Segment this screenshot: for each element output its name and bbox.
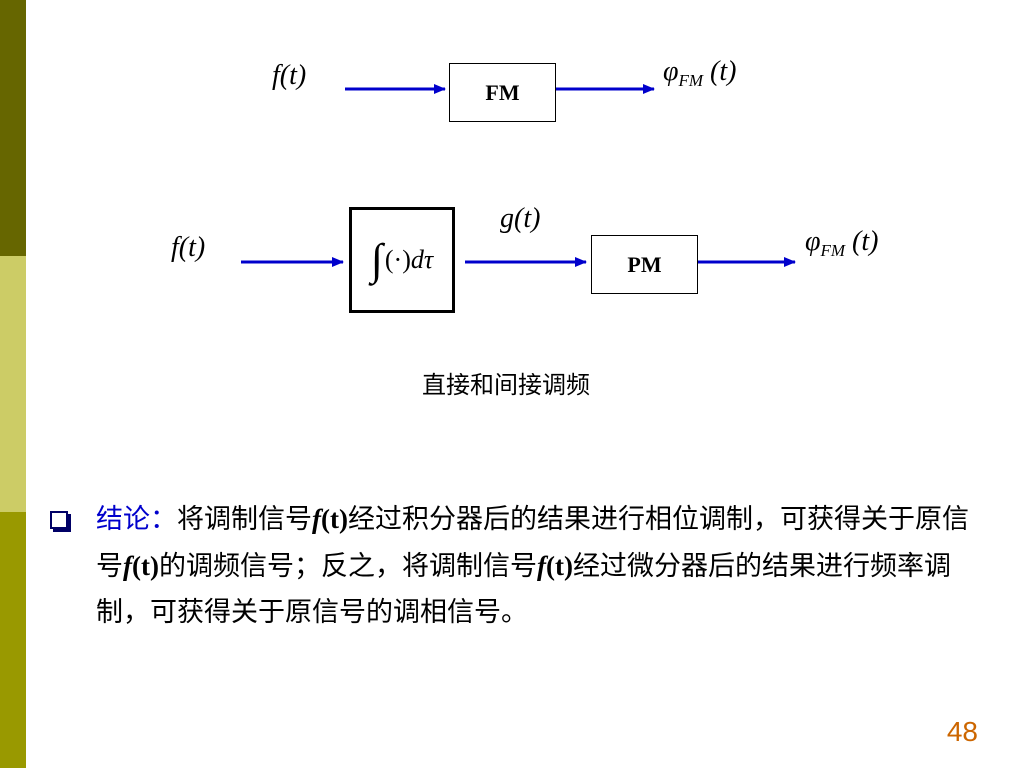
top-output-arg: (t): [710, 56, 737, 87]
integrator-block: ∫ (·) d τ: [349, 207, 455, 313]
fm-block: FM: [449, 63, 556, 122]
conclusion-text-2: 经过积分器后的结果进行相位调制，可获得关于原信号: [96, 504, 969, 582]
signal-f-1: f(t): [312, 504, 348, 534]
fm-block-label: FM: [485, 79, 520, 105]
bottom-output-phi: φ: [805, 226, 821, 257]
top-output-phi: φ: [663, 56, 679, 87]
signal-f-3-arg: (t): [545, 551, 573, 581]
integrand-dot: (·): [384, 245, 411, 274]
differential-d: d: [410, 245, 424, 274]
conclusion-text-4: 经过微分器后的结果进行频率调制，可获得关于原信号的调相信号。: [96, 551, 951, 628]
bottom-output-subscript: FM: [820, 241, 846, 260]
bottom-output-label: φFM (t): [805, 226, 878, 261]
bar-segment-middle: [0, 256, 26, 512]
conclusion-paragraph: 结论：将调制信号f(t)经过积分器后的结果进行相位调制，可获得关于原信号f(t)…: [96, 496, 986, 636]
conclusion-text-1: 将调制信号: [177, 504, 312, 535]
signal-f-2: f(t): [123, 551, 159, 581]
signal-f-3-name: f: [536, 551, 546, 581]
signal-f-2-name: f: [123, 551, 132, 581]
bottom-output-arg: (t): [852, 226, 879, 257]
top-input-label: f(t): [272, 60, 307, 91]
bar-segment-bottom: [0, 512, 26, 768]
pm-block-label: PM: [627, 251, 662, 277]
conclusion-text-3: 的调频信号；反之，将调制信号: [158, 551, 537, 582]
conclusion-label: 结论：: [96, 504, 177, 535]
signal-f-1-name: f: [312, 504, 321, 534]
signal-f-1-arg: (t): [321, 504, 348, 534]
top-output-subscript: FM: [678, 71, 704, 90]
left-decorative-bar: [0, 0, 26, 768]
bottom-input-label: f(t): [171, 232, 206, 263]
pm-block: PM: [591, 235, 698, 294]
signal-f-2-arg: (t): [132, 551, 159, 581]
signal-f-3: f(t): [537, 551, 573, 581]
integral-sign: ∫: [370, 235, 383, 284]
diagram-caption: 直接和间接调频: [422, 371, 590, 399]
page-number: 48: [946, 716, 978, 747]
top-output-label: φFM (t): [663, 56, 736, 91]
bar-segment-top: [0, 0, 26, 256]
differential-tau: τ: [423, 245, 434, 274]
square-bullet-icon: [50, 511, 68, 529]
intermediate-label: g(t): [500, 203, 541, 234]
